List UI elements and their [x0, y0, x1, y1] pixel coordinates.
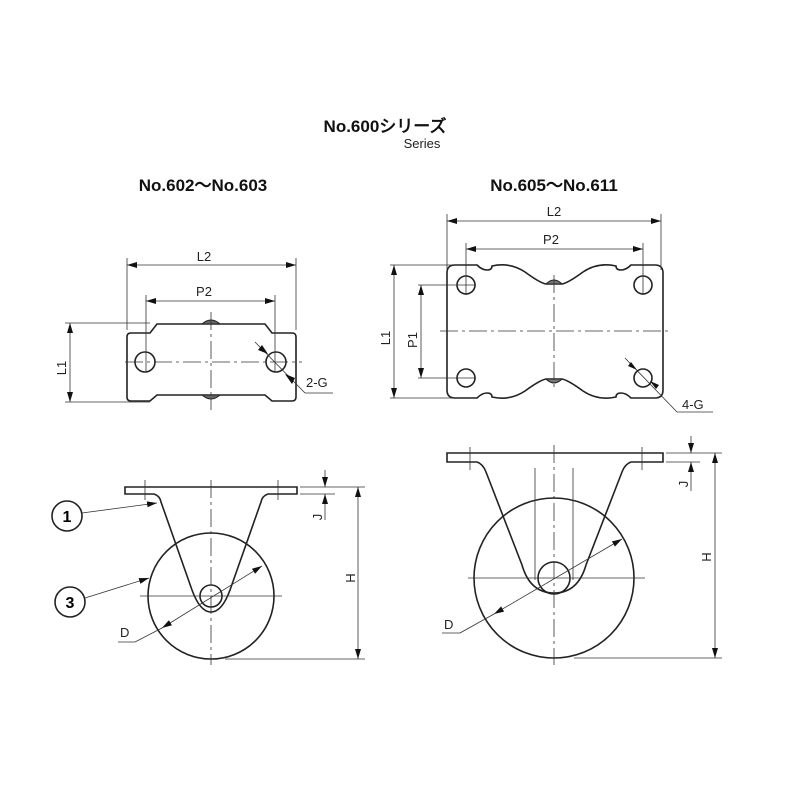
- callout-1-label: 1: [63, 509, 72, 526]
- right-j-label: J: [676, 481, 691, 488]
- callout-3: [54, 586, 86, 618]
- left-heading: No.602～No.603: [139, 176, 268, 195]
- right-heading: No.605～No.611: [490, 176, 618, 195]
- right-d-label: D: [444, 617, 453, 632]
- left-l2-label: L2: [197, 249, 211, 264]
- right-l2-label: L2: [547, 204, 561, 219]
- left-top-view: L2 P2 L1 2-G: [54, 249, 333, 410]
- right-g-label: 4-G: [682, 397, 704, 412]
- left-h-label: H: [343, 573, 358, 582]
- right-p1-label: P1: [405, 332, 420, 348]
- right-top-view: L2 P2 L1 P1 4-G: [378, 204, 713, 413]
- callout-3-label: 3: [66, 595, 75, 612]
- series-title: No.600シリーズ: [324, 116, 447, 136]
- right-side-view: D H J: [442, 436, 722, 665]
- right-p2-label: P2: [543, 232, 559, 247]
- callout-1: [51, 500, 83, 532]
- right-h-label: H: [699, 552, 714, 561]
- left-p2-label: P2: [196, 284, 212, 299]
- left-l1-label: L1: [54, 361, 69, 375]
- right-l1-label: L1: [378, 331, 393, 345]
- series-subtitle: Series: [404, 136, 441, 151]
- left-g-label: 2-G: [306, 375, 328, 390]
- left-j-label: J: [310, 514, 325, 521]
- left-d-label: D: [120, 625, 129, 640]
- left-side-view: D H J 1 3: [51, 470, 365, 665]
